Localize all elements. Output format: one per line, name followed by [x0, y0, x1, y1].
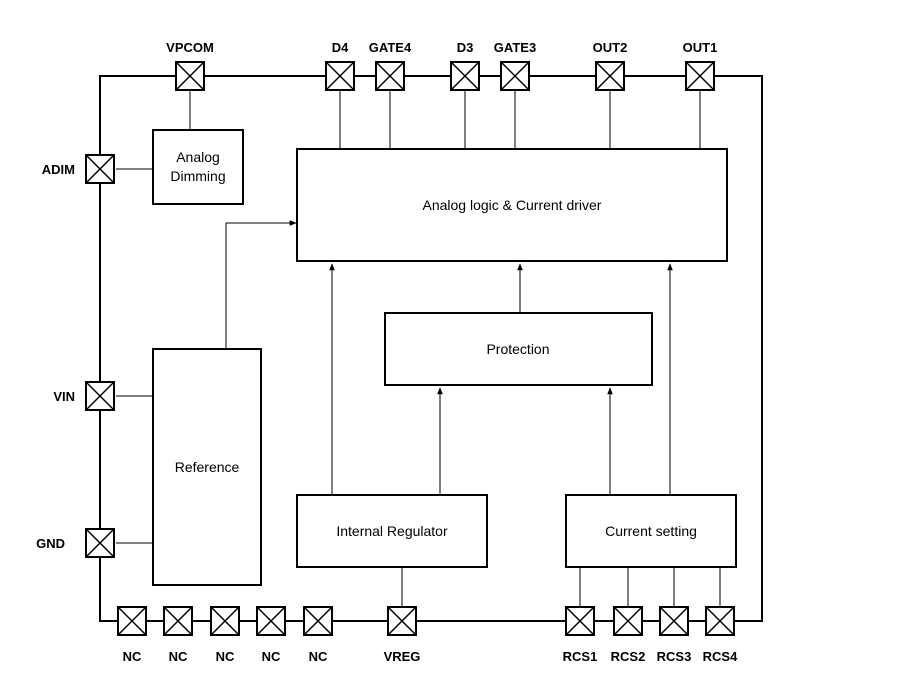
pin-nc-4	[256, 606, 286, 636]
pin-rcs1	[565, 606, 595, 636]
reference-label: Reference	[175, 459, 240, 475]
label-vpcom: VPCOM	[166, 40, 214, 55]
label-nc-3: NC	[216, 649, 235, 664]
pin-rcs3	[659, 606, 689, 636]
label-nc-4: NC	[262, 649, 281, 664]
reference-block	[152, 348, 262, 586]
pins	[85, 61, 735, 636]
current-setting-block	[565, 494, 737, 568]
pin-vin	[85, 381, 115, 411]
label-rcs2: RCS2	[611, 649, 646, 664]
analog-logic-block	[296, 148, 728, 262]
protection-label: Protection	[486, 341, 549, 357]
label-gate4: GATE4	[369, 40, 412, 55]
pin-gnd	[85, 528, 115, 558]
pin-d4	[325, 61, 355, 91]
pin-rcs2	[613, 606, 643, 636]
label-vin: VIN	[53, 389, 75, 404]
internal-regulator-block	[296, 494, 488, 568]
label-nc-2: NC	[169, 649, 188, 664]
label-out1: OUT1	[683, 40, 718, 55]
analog-dimming-block	[152, 129, 244, 205]
pin-gate3	[500, 61, 530, 91]
pin-nc-5	[303, 606, 333, 636]
label-out2: OUT2	[593, 40, 628, 55]
protection-block	[384, 312, 653, 386]
pin-rcs4	[705, 606, 735, 636]
label-d4: D4	[332, 40, 349, 55]
chip-outline	[99, 75, 763, 622]
pin-out2	[595, 61, 625, 91]
label-adim: ADIM	[42, 162, 75, 177]
pin-nc-3	[210, 606, 240, 636]
pin-labels: VPCOM D4 GATE4 D3 GATE3 OUT2 OUT1 ADIM V…	[36, 40, 738, 664]
pin-d3	[450, 61, 480, 91]
pin-vreg	[387, 606, 417, 636]
pin-out1	[685, 61, 715, 91]
label-gate3: GATE3	[494, 40, 536, 55]
analog-dimming-label-1: Analog	[176, 149, 220, 165]
analog-dimming-label-2: Dimming	[170, 168, 225, 184]
label-gnd: GND	[36, 536, 65, 551]
label-vreg: VREG	[384, 649, 421, 664]
wires	[116, 91, 721, 606]
label-nc-5: NC	[309, 649, 328, 664]
label-rcs1: RCS1	[563, 649, 598, 664]
pin-vpcom	[175, 61, 205, 91]
label-d3: D3	[457, 40, 474, 55]
pin-nc-1	[117, 606, 147, 636]
label-rcs4: RCS4	[703, 649, 738, 664]
pin-adim	[85, 154, 115, 184]
label-nc-1: NC	[123, 649, 142, 664]
internal-regulator-label: Internal Regulator	[336, 523, 448, 539]
current-setting-label: Current setting	[605, 523, 697, 539]
pin-gate4	[375, 61, 405, 91]
label-rcs3: RCS3	[657, 649, 692, 664]
analog-logic-label: Analog logic & Current driver	[423, 197, 602, 213]
pin-nc-2	[163, 606, 193, 636]
